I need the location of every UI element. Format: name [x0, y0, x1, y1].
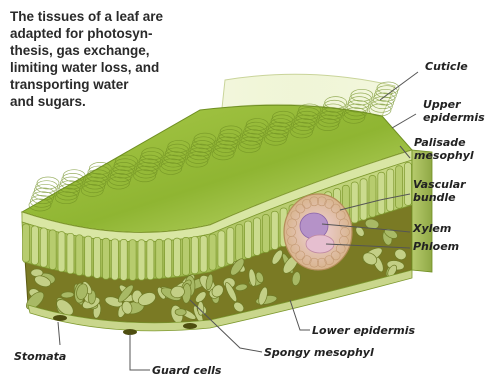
palisade-cell — [120, 239, 127, 280]
palisade-cell — [405, 162, 412, 205]
label-palisade-line2: mesophyl — [414, 149, 474, 162]
palisade-cell — [40, 228, 47, 267]
palisade-cell — [94, 237, 101, 278]
label-stomata: Stomata — [14, 350, 66, 363]
palisade-cell — [23, 224, 30, 262]
palisade-cell — [387, 169, 394, 211]
spongy-cell — [175, 309, 186, 316]
palisade-cell — [351, 182, 358, 223]
palisade-cell — [396, 166, 403, 209]
label-vascular-line2: bundle — [413, 191, 466, 204]
palisade-cell — [31, 226, 38, 265]
palisade-cell — [165, 239, 172, 278]
palisade-cell — [271, 211, 278, 249]
label-phloem: Phloem — [413, 240, 459, 253]
label-upper-epidermis-line1: Upper — [423, 98, 485, 111]
label-vascular-line1: Vascular — [413, 178, 466, 191]
palisade-cell — [378, 172, 385, 214]
palisade-cell — [174, 238, 181, 276]
palisade-cell — [191, 237, 198, 274]
label-xylem: Xylem — [413, 222, 451, 235]
palisade-cell — [102, 238, 109, 279]
palisade-cell — [182, 237, 189, 275]
palisade-cell — [111, 239, 118, 280]
palisade-cell — [76, 235, 83, 276]
label-palisade-mesophyll: Palisade mesophyl — [414, 136, 474, 162]
palisade-cell — [253, 218, 260, 256]
palisade-cell — [138, 240, 145, 280]
palisade-cell — [129, 240, 136, 281]
label-lower-epidermis: Lower epidermis — [312, 324, 415, 337]
palisade-cell — [236, 224, 243, 261]
label-upper-epidermis: Upper epidermis — [423, 98, 485, 124]
side-face — [412, 150, 432, 272]
palisade-cell — [209, 234, 216, 270]
palisade-cell — [262, 215, 269, 253]
palisade-cell — [49, 230, 56, 270]
palisade-cell — [360, 179, 367, 220]
label-guard-cells: Guard cells — [152, 364, 221, 377]
vascular-bundle — [284, 194, 352, 270]
label-spongy-mesophyll: Spongy mesophyl — [264, 346, 374, 359]
spongy-cell — [31, 269, 43, 277]
palisade-cell — [85, 236, 92, 277]
palisade-cell — [218, 231, 225, 267]
palisade-cell — [200, 236, 207, 272]
palisade-cell — [156, 239, 163, 279]
label-palisade-line1: Palisade — [414, 136, 474, 149]
label-cuticle: Cuticle — [425, 60, 468, 73]
palisade-cell — [58, 232, 65, 272]
palisade-cell — [245, 221, 252, 258]
palisade-cell — [369, 175, 376, 217]
palisade-cell — [67, 233, 74, 273]
palisade-cell — [147, 240, 154, 280]
palisade-cell — [227, 228, 234, 265]
label-vascular-bundle: Vascular bundle — [413, 178, 466, 204]
label-upper-epidermis-line2: epidermis — [423, 111, 485, 124]
